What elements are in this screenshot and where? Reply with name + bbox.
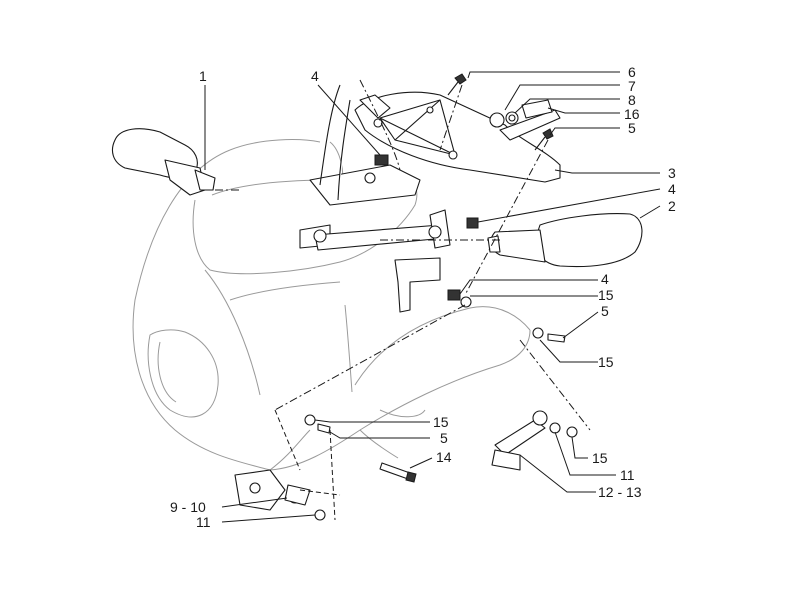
callout-5-upper: 5 bbox=[628, 120, 636, 136]
callout-4-mid: 4 bbox=[601, 271, 609, 287]
headlight-frame bbox=[299, 84, 451, 313]
hardware-parts bbox=[234, 73, 578, 521]
callout-6: 6 bbox=[628, 64, 636, 80]
callout-3: 3 bbox=[668, 165, 676, 181]
upper-bracket bbox=[354, 91, 561, 183]
callout-11-right: 11 bbox=[620, 467, 635, 483]
callout-5-lower: 5 bbox=[440, 430, 448, 446]
left-mirror bbox=[111, 128, 216, 196]
callout-labels: 1 4 6 7 8 16 5 3 4 2 4 15 5 15 15 5 14 1… bbox=[170, 64, 676, 530]
callout-15-mid: 15 bbox=[598, 287, 614, 303]
callout-14: 14 bbox=[436, 449, 452, 465]
callout-12-13: 12 - 13 bbox=[598, 484, 642, 500]
callout-9-10: 9 - 10 bbox=[170, 499, 206, 515]
right-mirror bbox=[487, 213, 643, 268]
callout-15-right: 15 bbox=[598, 354, 614, 370]
callout-16: 16 bbox=[624, 106, 640, 122]
callout-2: 2 bbox=[668, 198, 676, 214]
callout-4-top: 4 bbox=[311, 68, 319, 84]
callout-7: 7 bbox=[628, 78, 636, 94]
callout-8: 8 bbox=[628, 92, 636, 108]
callout-5-right: 5 bbox=[601, 303, 609, 319]
callout-15-bottom: 15 bbox=[592, 450, 608, 466]
callout-11-left: 11 bbox=[196, 514, 211, 530]
leader-lines bbox=[204, 71, 661, 523]
callout-4-right: 4 bbox=[668, 181, 676, 197]
assembly-lines bbox=[215, 79, 591, 521]
callout-1: 1 bbox=[199, 68, 207, 84]
callout-15-lower: 15 bbox=[433, 414, 449, 430]
